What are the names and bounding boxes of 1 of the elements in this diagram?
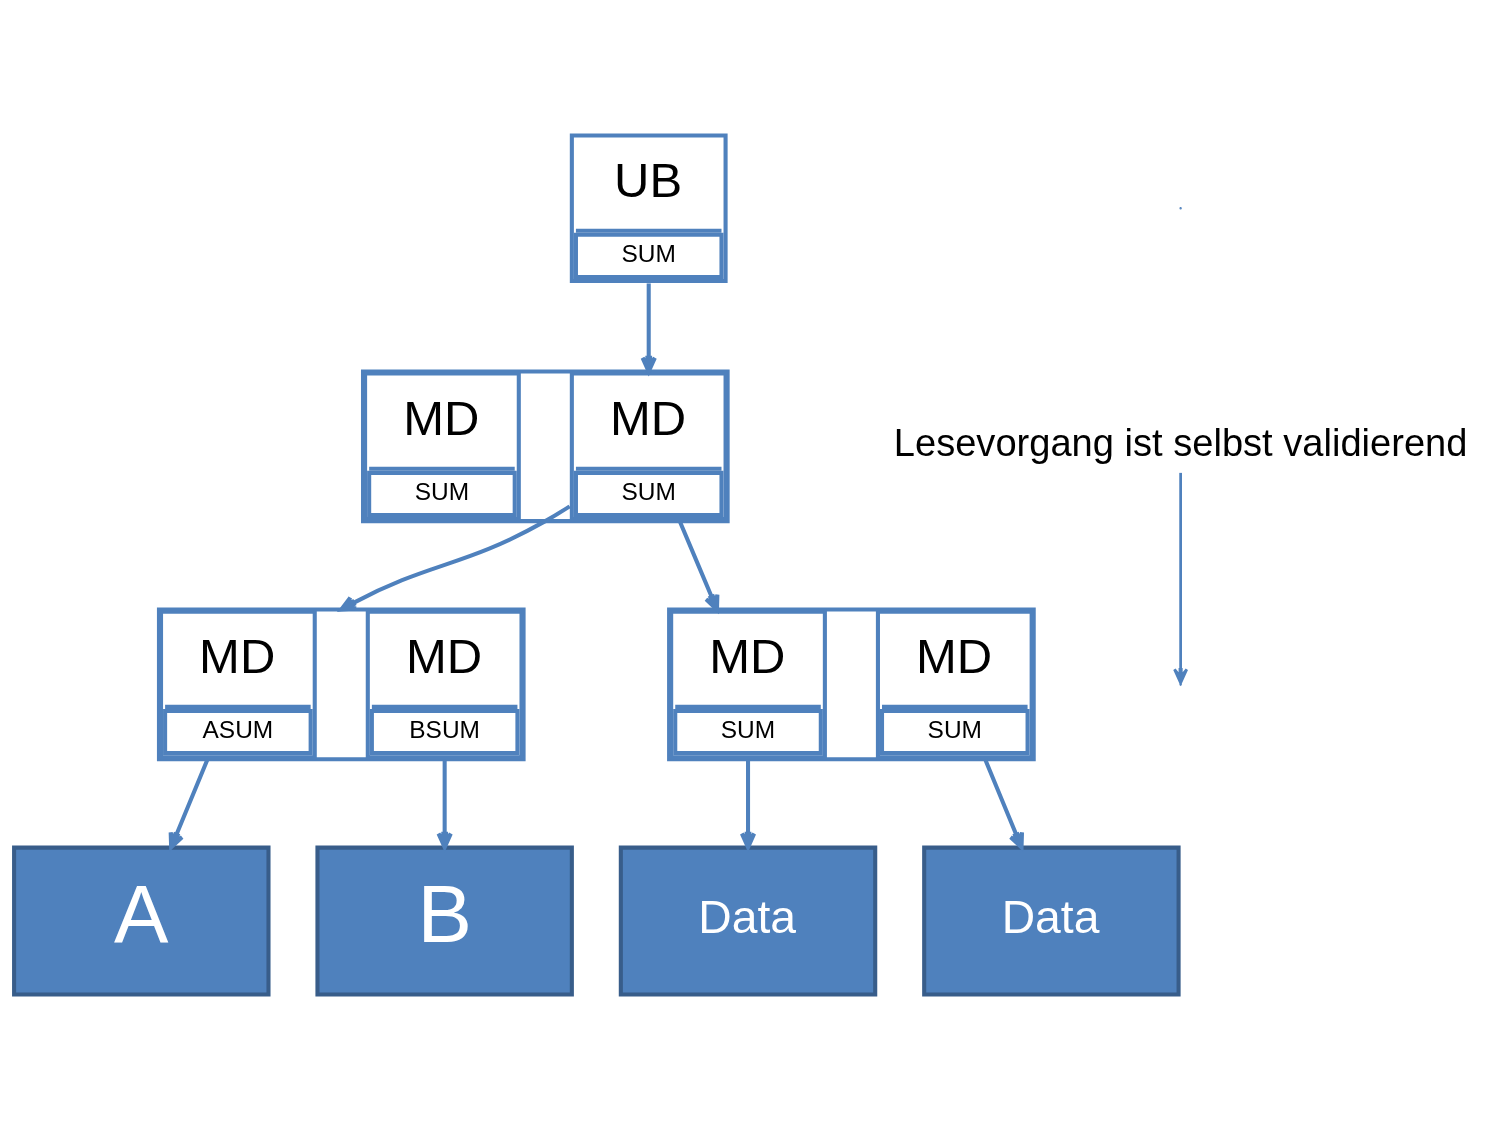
label: Lesevorgang ist selbst validierend — [893, 421, 1468, 464]
